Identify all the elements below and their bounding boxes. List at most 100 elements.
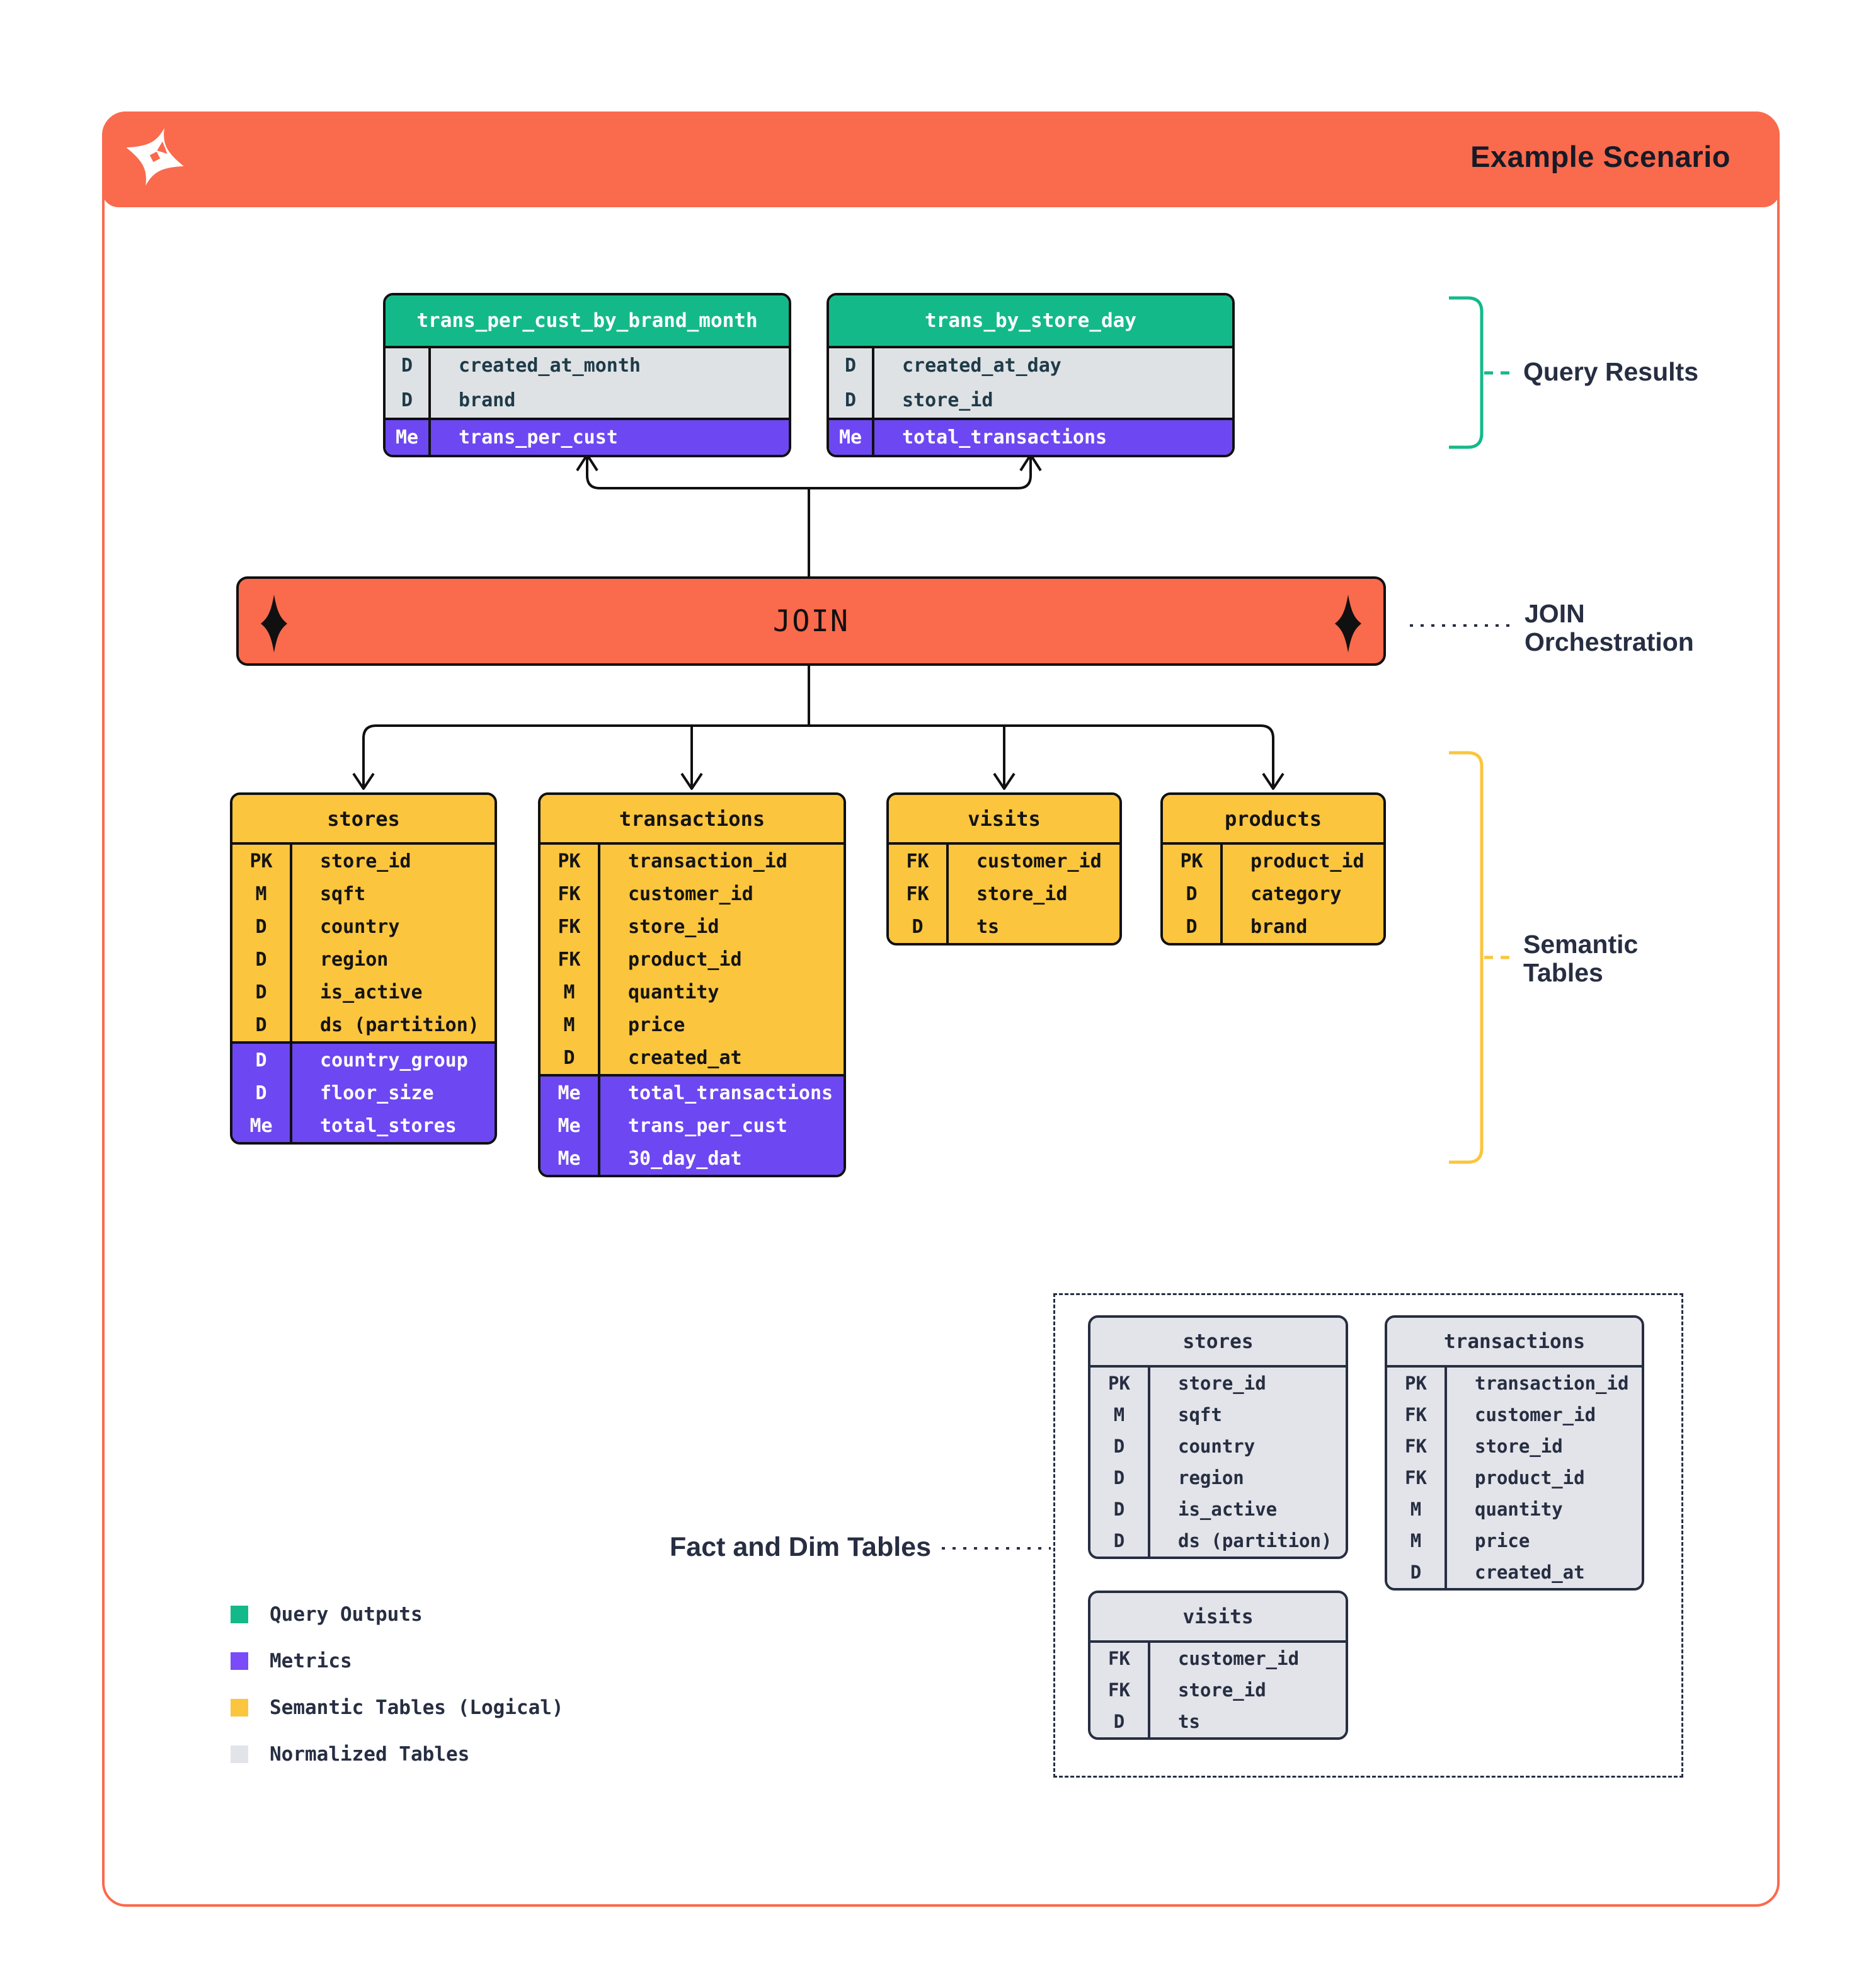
join-node: JOIN	[236, 576, 1386, 666]
column-key: D	[386, 383, 431, 418]
column-name: created_at	[1475, 1562, 1585, 1583]
table-metrics-section: Me total_transactions	[829, 418, 1232, 455]
column-key: Me	[541, 1142, 600, 1175]
annotation-query-results: Query Results	[1523, 357, 1698, 386]
column-name: product_id	[1250, 850, 1365, 872]
column-name: customer_id	[1475, 1404, 1596, 1425]
column-key: D	[386, 348, 431, 383]
table-title: trans_per_cust_by_brand_month	[386, 295, 789, 348]
column-key: D	[1163, 910, 1223, 943]
column-key: M	[1387, 1494, 1447, 1525]
table-title: transactions	[541, 795, 844, 845]
column-key: FK	[1090, 1674, 1150, 1706]
column-key: Me	[541, 1109, 600, 1142]
column-key: Me	[541, 1077, 600, 1109]
column-key: D	[829, 383, 874, 418]
column-name: brand	[459, 389, 516, 411]
column-name: customer_id	[976, 850, 1102, 872]
column-key: FK	[889, 877, 949, 910]
column-name: created_at_month	[459, 355, 641, 377]
column-name: price	[628, 1014, 685, 1036]
column-key: FK	[541, 943, 600, 976]
column-key: D	[1090, 1462, 1150, 1494]
column-key: D	[1090, 1525, 1150, 1557]
column-name: total_transactions	[902, 426, 1107, 448]
legend: Query Outputs Metrics Semantic Tables (L…	[231, 1591, 564, 1778]
column-key: FK	[541, 877, 600, 910]
column-key: Me	[829, 420, 874, 455]
column-key: D	[1163, 877, 1223, 910]
column-key: M	[1387, 1525, 1447, 1557]
join-label: JOIN	[772, 603, 850, 639]
column-name: transaction_id	[628, 850, 787, 872]
column-key: D	[232, 943, 292, 976]
column-key: FK	[1090, 1643, 1150, 1674]
column-key: FK	[1387, 1399, 1447, 1431]
annotation-fact-dim-tables: Fact and Dim Tables	[670, 1532, 931, 1562]
column-key: M	[541, 976, 600, 1008]
column-name: product_id	[628, 948, 742, 971]
column-name: ts	[976, 915, 1000, 938]
column-key: PK	[541, 845, 600, 877]
column-key: D	[1387, 1557, 1447, 1588]
legend-item: Query Outputs	[231, 1591, 564, 1638]
column-key: FK	[1387, 1431, 1447, 1462]
column-name: sqft	[1178, 1404, 1222, 1425]
column-key: D	[232, 1044, 292, 1077]
column-key: M	[1090, 1399, 1150, 1431]
column-key: PK	[1387, 1368, 1447, 1399]
column-name: store_id	[1475, 1436, 1563, 1457]
legend-item: Semantic Tables (Logical)	[231, 1684, 564, 1731]
column-name: floor_size	[320, 1082, 434, 1104]
column-name: country_group	[320, 1049, 468, 1071]
column-name: created_at	[628, 1046, 742, 1069]
column-name: ts	[1178, 1711, 1200, 1732]
dagster-logo-icon	[126, 128, 184, 186]
table-title: products	[1163, 795, 1383, 845]
table-title: stores	[232, 795, 495, 845]
column-name: total_transactions	[628, 1082, 833, 1104]
column-key: D	[829, 348, 874, 383]
column-key: D	[1090, 1431, 1150, 1462]
column-name: country	[1178, 1436, 1256, 1457]
column-key: PK	[232, 845, 292, 877]
column-key: FK	[541, 910, 600, 943]
legend-item: Metrics	[231, 1638, 564, 1684]
column-key: D	[232, 1077, 292, 1109]
diamond-icon	[261, 595, 287, 653]
column-name: quantity	[628, 981, 719, 1003]
diamond-icon	[1335, 595, 1361, 653]
column-key: D	[541, 1041, 600, 1074]
column-name: country	[320, 915, 400, 938]
column-name: brand	[1250, 915, 1308, 938]
table-title: trans_by_store_day	[829, 295, 1232, 348]
column-name: total_stores	[320, 1114, 457, 1137]
column-key: Me	[232, 1109, 292, 1142]
column-name: customer_id	[628, 883, 753, 905]
legend-swatch-metrics	[231, 1652, 248, 1670]
column-key: D	[1090, 1494, 1150, 1525]
legend-item: Normalized Tables	[231, 1731, 564, 1778]
column-name: store_id	[1178, 1679, 1266, 1701]
column-name: store_id	[902, 389, 993, 411]
column-key: PK	[1163, 845, 1223, 877]
column-name: is_active	[1178, 1499, 1278, 1520]
column-name: transaction_id	[1475, 1373, 1629, 1394]
legend-swatch-semantic-tables	[231, 1699, 248, 1717]
